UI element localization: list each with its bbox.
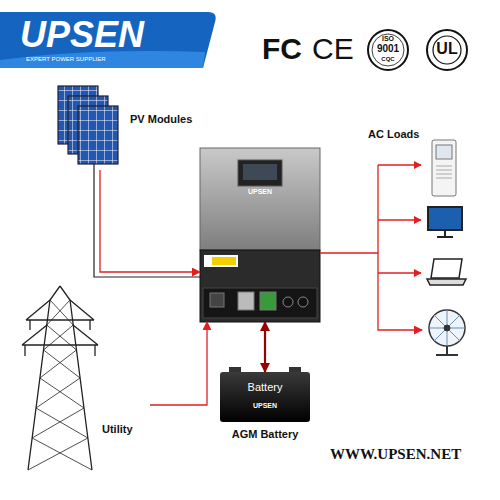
brand-logo: UPSEN xyxy=(20,14,144,55)
iso-text: ISO xyxy=(368,35,408,43)
monitor-icon xyxy=(428,207,462,237)
utility-grid: Utility xyxy=(20,285,150,475)
load-branches xyxy=(378,165,421,273)
hybrid-inverter: UPSEN xyxy=(200,148,320,322)
inverter-unit xyxy=(200,148,320,322)
power-connector xyxy=(100,170,200,272)
cqc-text: CQC xyxy=(368,56,408,63)
battery: BatteryUPSENAGM Battery xyxy=(220,372,310,444)
laptop-icon xyxy=(427,259,466,285)
iso-number: 9001 xyxy=(368,43,408,55)
ul-badge xyxy=(427,30,467,70)
node-label: AC Loads xyxy=(368,128,419,141)
air-conditioner-icon xyxy=(432,140,456,196)
node-label: Battery xyxy=(220,381,310,394)
fcc-mark: FC xyxy=(262,32,302,67)
power-connector xyxy=(320,253,422,330)
node-text: AGM Battery xyxy=(210,428,320,441)
website-url: WWW.UPSEN.NET xyxy=(330,446,461,463)
node-label: PV Modules xyxy=(130,113,192,126)
brand-tagline: EXPERT POWER SUPPLIER xyxy=(26,56,105,63)
power-connector xyxy=(264,322,266,372)
ul-mark: UL xyxy=(427,40,467,58)
pv-modules: PV Modules xyxy=(55,85,200,170)
utility-tower xyxy=(22,286,98,470)
battery-block xyxy=(220,367,310,422)
iso-badge xyxy=(368,30,408,70)
power-connector xyxy=(150,322,207,405)
dc-wire xyxy=(94,164,200,277)
node-text: UPSEN xyxy=(220,402,310,410)
ce-mark: CE xyxy=(312,32,354,67)
node-label: UPSEN xyxy=(200,188,320,196)
node-label: Utility xyxy=(102,423,133,436)
pv-panels xyxy=(58,86,118,164)
fan-icon xyxy=(429,310,465,355)
ac-loads: AC Loads xyxy=(422,128,477,358)
logo-banner xyxy=(0,12,216,68)
